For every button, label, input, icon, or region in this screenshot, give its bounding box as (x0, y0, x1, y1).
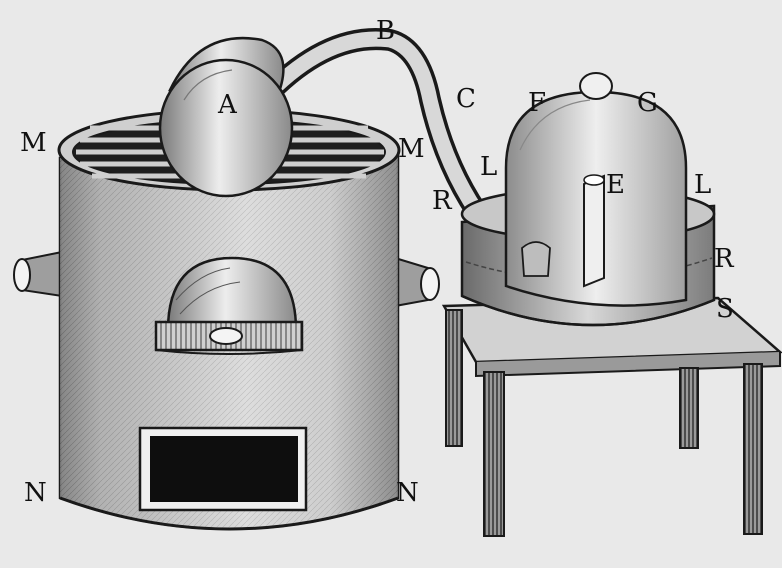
furnace (13, 108, 440, 531)
label-c: C (456, 84, 476, 114)
bell-jar-knob (579, 72, 613, 100)
table-leg-front-right (743, 363, 763, 535)
table-leg-back-right (679, 367, 699, 449)
furnace-ash-door (150, 436, 298, 502)
label-b: B (376, 16, 396, 46)
label-f: F (528, 88, 547, 118)
retort-tube-inner (262, 31, 492, 230)
label-l-right: L (694, 170, 712, 200)
label-l-left: L (480, 152, 498, 182)
pneumatic-trough (441, 72, 782, 537)
furnace-dome (166, 256, 298, 332)
label-s: S (716, 294, 734, 324)
retort (158, 28, 495, 233)
inner-tube (583, 174, 605, 288)
label-m-left: M (20, 128, 47, 158)
label-g: G (637, 88, 658, 118)
label-r-right: R (714, 244, 734, 274)
label-r-left: R (432, 186, 452, 216)
table-leg-back-left (445, 309, 463, 447)
label-m-right: M (398, 134, 425, 164)
furnace-base-edge (59, 496, 399, 531)
table-leg-front-left (483, 371, 505, 537)
label-n-left: N (24, 478, 47, 508)
furnace-left-handle-end (13, 258, 31, 292)
label-n-right: N (396, 478, 419, 508)
inner-stand (521, 241, 551, 277)
furnace-right-handle-end (420, 267, 440, 301)
label-e: E (606, 170, 625, 200)
furnace-ledge-knob (209, 327, 243, 345)
retort-bulb (158, 58, 294, 198)
label-a: A (218, 90, 237, 120)
